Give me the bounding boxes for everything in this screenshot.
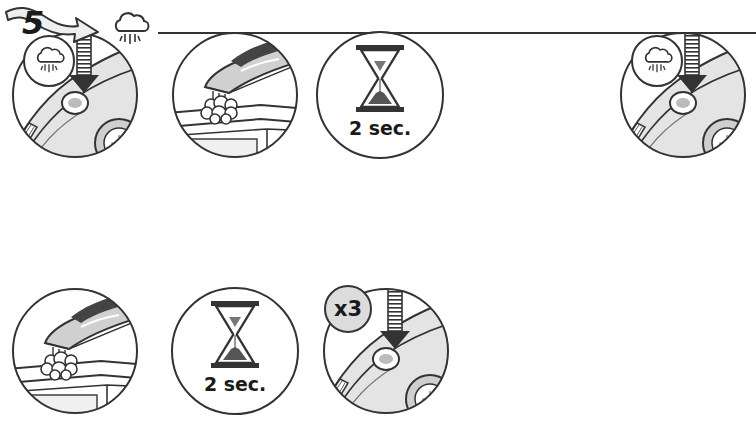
repeat-count: x3 <box>334 297 362 321</box>
steam-button-scene <box>609 29 756 171</box>
timer-circle: 2 sec. <box>316 31 444 159</box>
hourglass-icon <box>173 289 297 413</box>
step-arrow-outline <box>6 8 98 42</box>
repeat-badge: x3 <box>324 285 372 333</box>
timer-circle: 2 sec. <box>171 287 299 415</box>
steam-button-scene <box>312 285 472 427</box>
hourglass-icon <box>318 33 442 157</box>
steam-icon <box>116 13 149 44</box>
step-number: 5 <box>22 4 44 42</box>
step-arrow: 5 <box>4 2 100 44</box>
iron-steam-scene <box>167 33 311 179</box>
duration-label: 2 sec. <box>173 373 297 395</box>
step-arrow-shape <box>4 2 100 44</box>
duration-label: 2 sec. <box>318 117 442 139</box>
steam-button-scene <box>1 29 161 171</box>
iron-steam-scene <box>7 289 151 432</box>
